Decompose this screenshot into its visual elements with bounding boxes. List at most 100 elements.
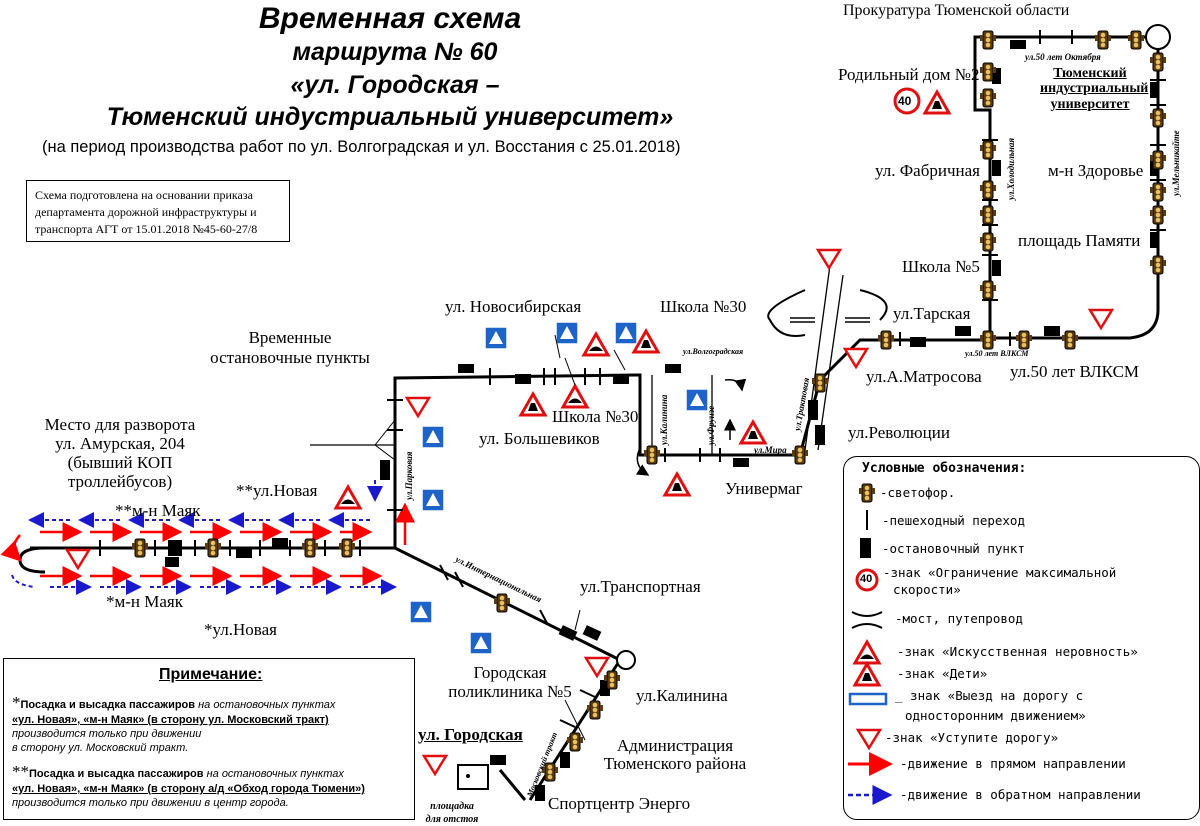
- razvorot-line-4: троллейбусов): [67, 472, 173, 492]
- stop-shkola30-bottom: Школа №30: [552, 407, 639, 426]
- stop-tarskaya: ул.Тарская: [893, 304, 971, 323]
- note-1-line-4: в сторону ул. Московский тракт.: [12, 741, 189, 754]
- poliklinika-line-1: Городская: [473, 663, 547, 682]
- note-2-star: **: [12, 762, 29, 781]
- street-volgogradskaya: ул.Волгоградская: [683, 347, 744, 356]
- razvorot-line-3: (бывший КОП: [67, 453, 173, 473]
- legend-children: -знак «Дети»: [897, 666, 988, 681]
- stop-poliklinika: Городская поликлиника №5: [435, 663, 585, 701]
- legend-forward: -движение в прямом направлении: [900, 756, 1126, 771]
- temp-stops-line-2: остановочные пункты: [210, 347, 370, 367]
- note-1: *Посадка и высадка пассажиров на останов…: [12, 692, 335, 755]
- order-line-3: транспорта АГТ от 15.01.2018 №45-60-27/8: [35, 222, 258, 236]
- university-line-3: университет: [1050, 96, 1130, 112]
- otstoy-label: площадка для отстоя: [422, 800, 482, 826]
- note-2-stops: «ул. Новая», «м-н Маяк» (в сторону а/д «…: [12, 783, 365, 795]
- stop-transportnaya: ул.Транспортная: [580, 577, 701, 596]
- stop-shkola5: Школа №5: [902, 257, 980, 276]
- title-line-1: Временная схема: [258, 2, 522, 35]
- legend-bump: -знак «Искусственная неровность»: [897, 644, 1138, 659]
- legend-speed-value: 40: [860, 573, 873, 585]
- period-text: (на период производства работ по ул. Вол…: [42, 138, 681, 156]
- street-frunze: ул.Фрунзе: [706, 405, 716, 445]
- stop-novaya-top: **ул.Новая: [236, 481, 318, 500]
- roundabout-icon: [616, 650, 636, 670]
- stop-zdorovye: м-н Здоровье: [1048, 161, 1144, 180]
- stop-novaya-bottom: *ул.Новая: [204, 620, 277, 639]
- razvorot-line-2: ул. Амурская, 204: [55, 434, 185, 454]
- stop-univermag: Универмаг: [725, 479, 803, 498]
- street-vlksm-small: ул.50 лет ВЛКСМ: [965, 349, 1029, 358]
- stop-novosibirskaya: ул. Новосибирская: [445, 297, 582, 316]
- stop-university: Тюменский индустриальный университет: [1040, 66, 1149, 112]
- note-2-line-3: производится только при движении в центр…: [12, 796, 289, 809]
- razvorot-label: Место для разворота ул. Амурская, 204 (б…: [25, 415, 215, 491]
- stop-roddom: Родильный дом №2: [838, 65, 980, 84]
- legend-crossing: -пешеходный переход: [882, 513, 1025, 528]
- legend-yield: -знак «Уступите дорогу»: [885, 730, 1059, 745]
- stop-kalinina: ул.Калинина: [636, 686, 728, 705]
- legend-title: Условные обозначения:: [862, 461, 1027, 476]
- street-oktyabrya: ул.50 лет Октября: [1025, 52, 1101, 62]
- stop-revolyutsii: ул.Революции: [848, 423, 950, 442]
- admin-line-2: Тюменского района: [603, 753, 747, 773]
- title-line-2: маршрута № 60: [292, 38, 498, 66]
- university-line-2: индустриальный: [1040, 81, 1149, 97]
- speed-limit-icon: [893, 87, 921, 115]
- legend-reverse: -движение в обратном направлении: [900, 787, 1141, 802]
- stop-matrosova: ул.А.Матросова: [866, 367, 982, 386]
- title-line-4: Тюменский индустриальный университет»: [106, 103, 674, 131]
- street-parkovaya: ул.Парковая: [404, 451, 414, 500]
- reverse-arrows: [11, 480, 397, 595]
- bus-stop-icon: [165, 40, 1159, 801]
- street-kalinina-small: ул.Калинина: [659, 394, 669, 445]
- otstoy-area: [457, 764, 489, 790]
- order-line-2: департамента дорожной инфраструктуры и: [35, 205, 257, 219]
- otstoy-line-1: площадка: [430, 801, 474, 812]
- poliklinika-line-2: поликлиника №5: [448, 681, 572, 701]
- note-title: Примечание:: [159, 666, 263, 683]
- legend-oneway-line-1: _ знак «Выезд на дорогу с: [895, 688, 1084, 703]
- order-line-1: Схема подготовлена на основании приказа: [35, 188, 253, 202]
- legend-icons: [848, 483, 893, 805]
- title-line-3: «ул. Городская –: [290, 71, 500, 99]
- stop-energo: Спортцентр Энерго: [548, 794, 691, 813]
- note-1-bold: Посадка и высадка пассажиров: [20, 699, 196, 711]
- admin-line-1: Администрация: [616, 736, 734, 755]
- stop-mayak-top: **м-н Маяк: [115, 501, 201, 520]
- note-1-line-3: производится только при движении: [12, 727, 202, 740]
- legend-speed-line-2: скорости»: [893, 582, 961, 597]
- stop-mayak-bottom: *м-н Маяк: [106, 592, 184, 611]
- stop-admin: Администрация Тюменского района: [595, 737, 755, 773]
- stop-pamyati: площадь Памяти: [1018, 231, 1141, 250]
- temp-stops-label: Временные остановочные пункты: [190, 328, 390, 367]
- legend-traffic-light: -светофор.: [880, 485, 956, 500]
- note-2: **Посадка и высадка пассажиров на остано…: [12, 761, 365, 811]
- note-1-line-1: *Посадка и высадка пассажиров на останов…: [12, 692, 335, 714]
- razvorot-line-1: Место для разворота: [44, 415, 196, 434]
- note-1-star: *: [12, 693, 21, 712]
- stop-gorodskaya: ул. Городская: [418, 725, 523, 744]
- forward-arrows: [0, 502, 415, 586]
- stop-shkola30-top: Школа №30: [660, 297, 747, 316]
- note-1-stops: «ул. Новая», «м-н Маяк» (в сторону ул. М…: [12, 714, 329, 726]
- legend-oneway-line-2: односторонним движением»: [905, 708, 1086, 723]
- note-2-italic: на остановочных пунктах: [203, 768, 344, 780]
- order-box: Схема подготовлена на основании приказа …: [26, 180, 290, 242]
- speed-sign-value: 40: [898, 94, 912, 108]
- street-melnikayte: ул.Мельникайте: [1171, 130, 1181, 196]
- oneway-sign-icon: [409, 321, 709, 655]
- note-2-bold: Посадка и высадка пассажиров: [29, 768, 204, 780]
- stop-vlksm: ул.50 лет ВЛКСМ: [1010, 362, 1140, 381]
- note-1-italic: на остановочных пунктах: [195, 699, 336, 711]
- roundabout-icon: [1145, 24, 1171, 50]
- note-panel: Примечание: *Посадка и высадка пассажиро…: [3, 658, 415, 820]
- stop-fabrichnaya: ул. Фабричная: [875, 161, 980, 180]
- street-kholodilnaya: ул.Холодильная: [1006, 137, 1016, 200]
- university-line-1: Тюменский: [1053, 66, 1127, 81]
- street-mira: ул.Мира: [754, 445, 787, 455]
- stop-prokuratura: Прокуратура Тюменской области: [843, 2, 1070, 19]
- legend-stop: -остановочный пункт: [882, 541, 1025, 556]
